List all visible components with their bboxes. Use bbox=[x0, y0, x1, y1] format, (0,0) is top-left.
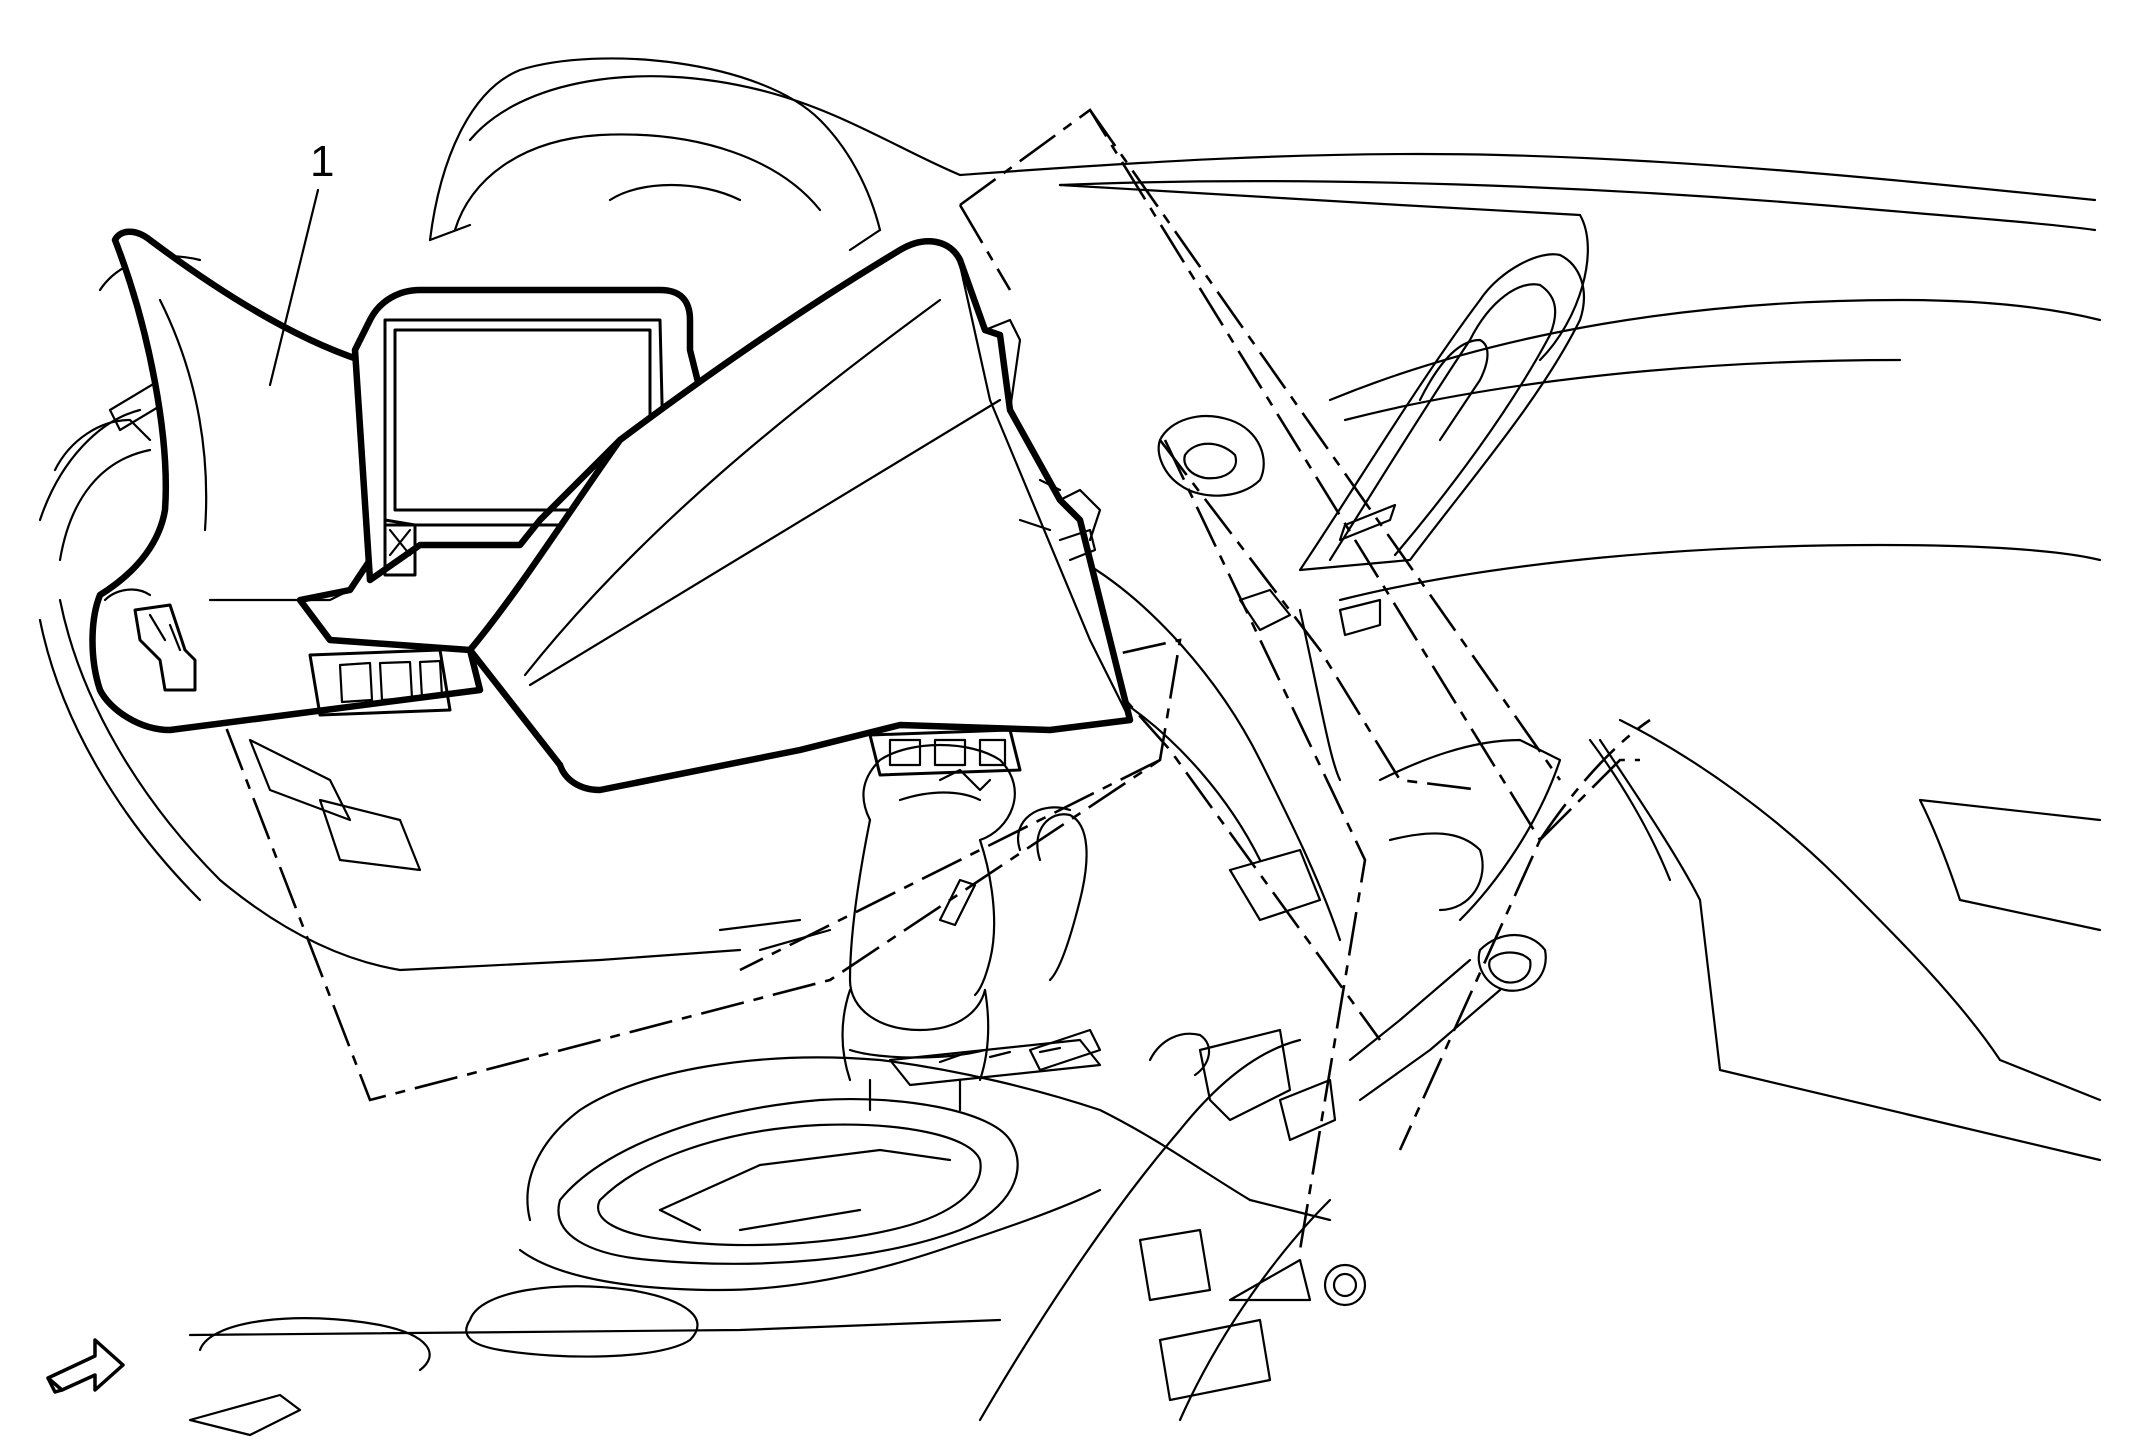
callout-leader-line bbox=[268, 188, 320, 387]
front-view-arrow-icon bbox=[46, 1338, 125, 1394]
center-console bbox=[188, 743, 1367, 1437]
callout-label-1: 1 bbox=[310, 137, 335, 186]
instrument-panel-background bbox=[38, 57, 2102, 1162]
knee-bolster-trim-panel bbox=[89, 228, 1134, 794]
